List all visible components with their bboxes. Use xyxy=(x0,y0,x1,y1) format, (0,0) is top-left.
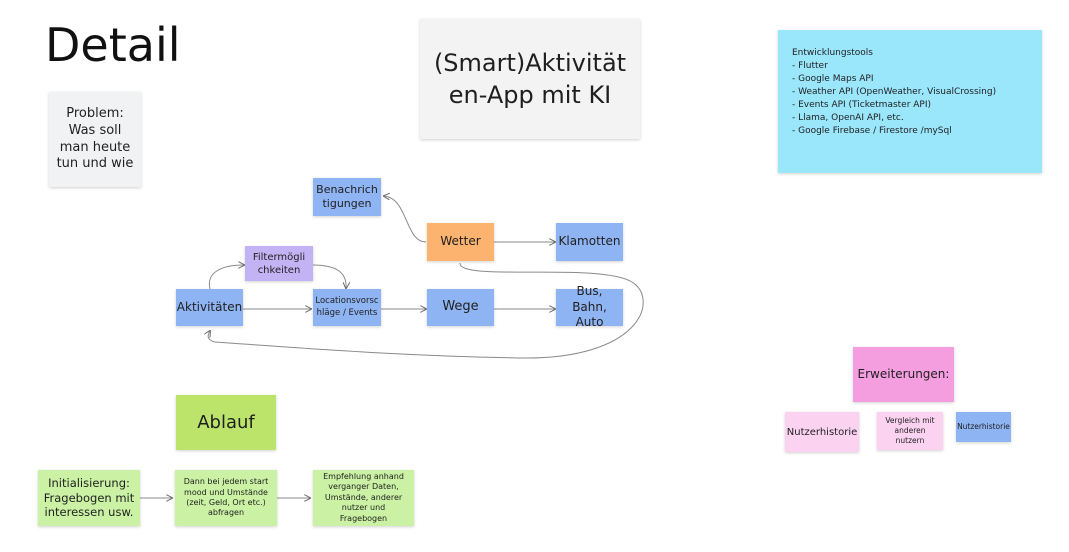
tools-line: - Flutter xyxy=(792,61,828,71)
problem-note[interactable]: Problem: Was soll man heute tun und wie xyxy=(49,92,141,187)
erweiterung-item-text: Nutzerhistorie xyxy=(786,426,858,438)
wege-node[interactable]: Wege xyxy=(427,289,494,326)
aktivitaeten-node[interactable]: Aktivitäten xyxy=(176,289,243,326)
tools-line: - Weather API (OpenWeather, VisualCrossi… xyxy=(792,87,997,97)
connector-aktivitaeten-filter xyxy=(208,265,244,290)
connector-filter-locations xyxy=(312,264,346,288)
problem-text: Problem: Was soll man heute tun und wie xyxy=(56,105,134,172)
tools-line: Entwicklungstools xyxy=(792,48,873,58)
wetter-node[interactable]: Wetter xyxy=(427,223,494,261)
erweiterung-item-text: Nutzerhistorie xyxy=(957,422,1010,432)
klamotten-node[interactable]: Klamotten xyxy=(556,223,623,261)
erweiterung-vergleich-note[interactable]: Vergleich mit anderen nutzern xyxy=(877,412,943,450)
filter-label: Filtermögli chkeiten xyxy=(252,251,306,276)
step1-note[interactable]: Initialisierung: Fragebogen mit interess… xyxy=(38,470,140,526)
locations-label: Locationsvorsc hläge / Events xyxy=(315,296,379,318)
step1-text: Initialisierung: Fragebogen mit interess… xyxy=(43,475,135,520)
app-title-note[interactable]: (Smart)Aktivität en-App mit KI xyxy=(420,19,640,139)
ablauf-heading: Ablauf xyxy=(197,411,255,433)
wetter-label: Wetter xyxy=(440,234,481,249)
tools-line: - Events API (Ticketmaster API) xyxy=(792,100,932,110)
benachrichtigungen-label: Benachrich tigungen xyxy=(316,182,378,210)
filter-node[interactable]: Filtermögli chkeiten xyxy=(245,246,313,281)
tools-line: - Google Maps API xyxy=(792,74,874,84)
erweiterungen-heading-note[interactable]: Erweiterungen: xyxy=(853,347,954,402)
page-title: Detail xyxy=(45,18,181,72)
step3-note[interactable]: Empfehlung anhand verganger Daten, Umstä… xyxy=(313,470,414,526)
wege-label: Wege xyxy=(442,299,479,315)
connector-wetter-benachrichtigungen xyxy=(384,196,427,243)
erweiterung-nutzerhistorie-note[interactable]: Nutzerhistorie xyxy=(785,412,859,452)
bus-node[interactable]: Bus, Bahn, Auto xyxy=(556,284,623,329)
aktivitaeten-label: Aktivitäten xyxy=(176,299,243,314)
tools-note[interactable]: Entwicklungstools - Flutter - Google Map… xyxy=(778,30,1042,173)
step3-text: Empfehlung anhand verganger Daten, Umstä… xyxy=(323,472,404,523)
erweiterungen-heading: Erweiterungen: xyxy=(857,366,950,381)
bus-label: Bus, Bahn, Auto xyxy=(572,284,607,330)
locations-node[interactable]: Locationsvorsc hläge / Events xyxy=(313,289,381,326)
ablauf-heading-note[interactable]: Ablauf xyxy=(176,395,276,450)
step2-text: Dann bei jedem start mood und Umstände (… xyxy=(183,477,269,518)
klamotten-label: Klamotten xyxy=(558,234,621,249)
tools-line: - Google Firebase / Firestore /mySql xyxy=(792,126,952,136)
erweiterung-nutzerhistorie-blue-note[interactable]: Nutzerhistorie xyxy=(956,412,1011,442)
tools-line: - Llama, OpenAI API, etc. xyxy=(792,113,904,123)
app-title-text: (Smart)Aktivität en-App mit KI xyxy=(433,48,627,109)
step2-note[interactable]: Dann bei jedem start mood und Umstände (… xyxy=(175,470,277,526)
erweiterung-item-text: Vergleich mit anderen nutzern xyxy=(885,416,935,445)
benachrichtigungen-node[interactable]: Benachrich tigungen xyxy=(313,178,381,216)
